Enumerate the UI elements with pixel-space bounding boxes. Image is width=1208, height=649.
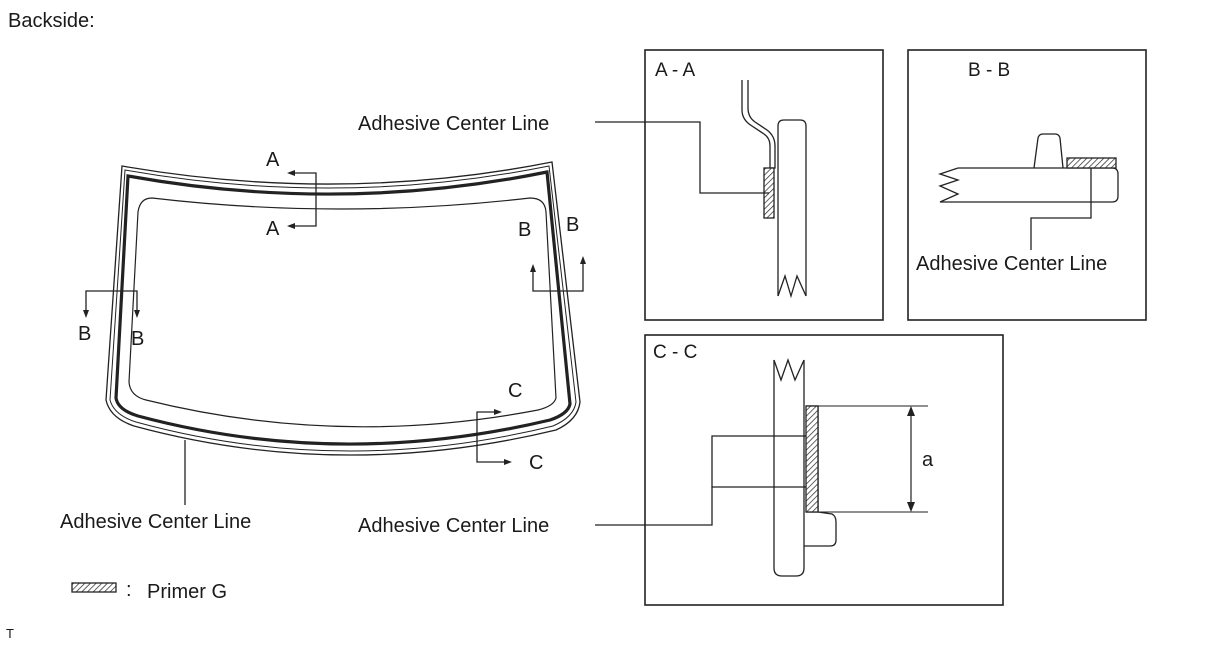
cc-adhesive-bracket — [711, 435, 806, 488]
section-mark-b-right-inner: B — [518, 219, 531, 241]
windshield-callout-label: Adhesive Center Line — [60, 511, 251, 533]
section-bb-callout: Adhesive Center Line — [916, 253, 1107, 275]
bb-break-line — [937, 167, 961, 203]
page-title: Backside: — [8, 10, 95, 32]
section-marker-c — [476, 411, 506, 463]
aa-break-line — [777, 273, 807, 299]
aa-callout-leader — [595, 121, 769, 194]
windshield-outline — [105, 161, 581, 456]
section-mark-a-top: A — [266, 149, 280, 171]
section-aa-callout: Adhesive Center Line — [358, 113, 549, 135]
cc-dimension-arrow-bottom — [907, 502, 915, 512]
arrow-b-left-outer — [83, 310, 89, 318]
adhesive-center-line-bead — [114, 170, 572, 446]
section-mark-b-left-outer: B — [78, 323, 91, 345]
section-mark-b-right-outer: B — [566, 214, 579, 236]
section-mark-c-lower: C — [529, 452, 543, 474]
ceramic-border-inner-edge — [128, 197, 557, 428]
arrow-c-upper — [494, 409, 502, 415]
section-bb-panel — [907, 49, 1147, 321]
arrow-a-bottom — [287, 223, 295, 229]
bb-primer-hatch — [1066, 157, 1117, 169]
bb-callout-leader — [1030, 168, 1092, 250]
cc-callout-leader — [595, 487, 713, 526]
legend-label: Primer G — [147, 581, 227, 603]
legend-primer-swatch — [71, 582, 117, 593]
cc-dimension-label: a — [922, 449, 934, 471]
arrow-c-lower — [504, 459, 512, 465]
legend-separator: : — [126, 579, 132, 601]
section-mark-c-upper: C — [508, 380, 522, 402]
aa-molding — [741, 80, 776, 169]
footer-mark: T — [6, 626, 14, 641]
section-cc-panel — [644, 334, 1004, 606]
glass-outer-edge-inner — [109, 165, 577, 452]
bb-body-flange — [958, 167, 1119, 203]
cc-break-line — [773, 358, 805, 382]
cc-lower-flange — [804, 511, 837, 547]
aa-body-panel — [777, 119, 807, 296]
section-mark-b-left-inner: B — [131, 328, 144, 350]
arrow-b-right-inner — [530, 264, 536, 272]
arrow-b-right-outer — [580, 256, 586, 264]
section-cc-title: C - C — [653, 342, 697, 363]
glass-outer-edge — [105, 161, 581, 456]
cc-body-panel — [773, 360, 805, 577]
section-marker-a — [293, 172, 317, 227]
arrow-b-left-inner — [134, 310, 140, 318]
bb-clip — [1033, 133, 1064, 169]
section-bb-title: B - B — [968, 60, 1010, 81]
arrow-a-top — [287, 170, 295, 176]
cc-dimension-arrow-top — [907, 406, 915, 416]
section-marker-b-right — [532, 262, 584, 292]
cc-primer-hatch — [805, 405, 819, 513]
section-mark-a-bottom: A — [266, 218, 280, 240]
section-aa-panel — [644, 49, 884, 321]
section-marker-b-left — [85, 290, 138, 312]
section-aa-title: A - A — [655, 60, 695, 81]
section-cc-callout: Adhesive Center Line — [358, 515, 549, 537]
